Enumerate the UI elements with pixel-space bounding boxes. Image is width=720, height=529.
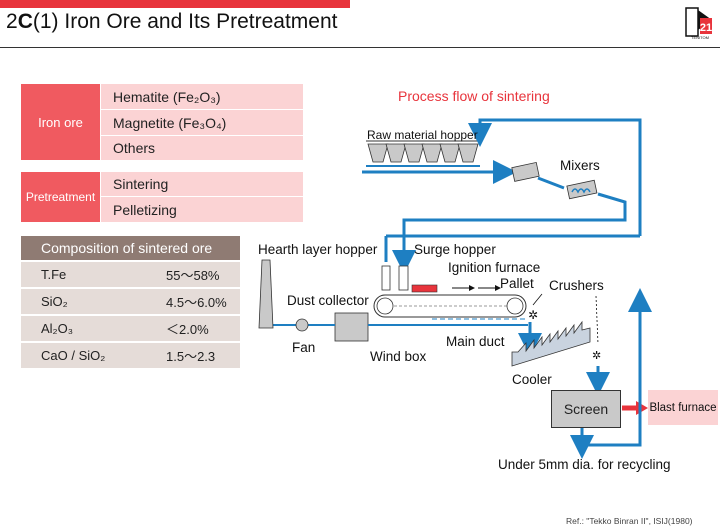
label-mixers: Mixers bbox=[560, 158, 600, 173]
iron-ore-item-others: Others bbox=[101, 136, 303, 160]
composition-key: CaO / SiO₂ bbox=[41, 348, 106, 363]
label-wind-box: Wind box bbox=[370, 349, 427, 364]
svg-text:21: 21 bbox=[700, 22, 712, 34]
title-section: C bbox=[17, 10, 33, 33]
composition-row: CaO / SiO₂ 1.5〜2.3 bbox=[21, 343, 240, 368]
label-recycling: Under 5mm dia. for recycling bbox=[498, 457, 671, 472]
iron-ore-label: Iron ore bbox=[21, 84, 100, 160]
flow-title: Process flow of sintering bbox=[398, 88, 550, 104]
logo-text: TENITOM bbox=[691, 35, 709, 40]
composition-value: 55〜58% bbox=[166, 268, 220, 283]
reference-note: Ref.: "Tekko Binran II", ISIJ(1980) bbox=[566, 516, 693, 526]
svg-text:✲: ✲ bbox=[592, 349, 601, 362]
title-text: Iron Ore and Its Pretreatment bbox=[64, 10, 338, 33]
ignition-furnace bbox=[411, 284, 438, 293]
label-crushers: Crushers bbox=[549, 278, 604, 293]
iron-ore-item-magnetite: Magnetite (Fe₃O₄) bbox=[101, 110, 303, 135]
label-raw-material-hopper: Raw material hopper bbox=[367, 128, 478, 142]
fan bbox=[295, 318, 309, 332]
label-ignition-furnace: Ignition furnace bbox=[448, 260, 541, 275]
composition-row: T.Fe 55〜58% bbox=[21, 262, 240, 287]
label-cooler: Cooler bbox=[512, 372, 552, 387]
composition-key: Al₂O₃ bbox=[41, 321, 74, 336]
composition-header: Composition of sintered ore bbox=[21, 236, 240, 260]
composition-key: SiO₂ bbox=[41, 294, 68, 309]
composition-row: Al₂O₃ ＜2.0% bbox=[21, 316, 240, 341]
pretreatment-label: Pretreatment bbox=[21, 172, 100, 222]
label-main-duct: Main duct bbox=[446, 334, 505, 349]
iron-ore-item-hematite: Hematite (Fe₂O₃) bbox=[101, 84, 303, 109]
composition-value: 4.5〜6.0% bbox=[166, 295, 227, 310]
label-fan: Fan bbox=[292, 340, 316, 355]
dust-collector bbox=[334, 312, 369, 342]
pretreatment-item-pelletizing: Pelletizing bbox=[101, 197, 303, 222]
label-surge-hopper: Surge hopper bbox=[414, 242, 496, 257]
company-logo: 21 TENITOM bbox=[685, 7, 712, 40]
screen-box: Screen bbox=[551, 390, 621, 428]
label-dust-collector: Dust collector bbox=[287, 293, 369, 308]
header-accent-bar bbox=[0, 0, 350, 8]
title-number: 2 bbox=[6, 10, 18, 33]
mixer-1 bbox=[511, 161, 540, 182]
pretreatment-item-sintering: Sintering bbox=[101, 172, 303, 196]
label-hearth-layer-hopper: Hearth layer hopper bbox=[258, 242, 378, 257]
page-title: 2C(1) Iron Ore and Its Pretreatment bbox=[6, 10, 338, 34]
composition-value: 1.5〜2.3 bbox=[166, 349, 216, 364]
svg-text:✲: ✲ bbox=[528, 308, 538, 322]
header-divider bbox=[0, 47, 720, 48]
stack bbox=[258, 259, 274, 329]
raw-material-hoppers bbox=[367, 143, 479, 163]
composition-value: ＜2.0% bbox=[166, 322, 209, 337]
label-pallet: Pallet bbox=[500, 276, 534, 291]
title-subsection: (1) bbox=[32, 10, 59, 33]
composition-row: SiO₂ 4.5〜6.0% bbox=[21, 289, 240, 314]
surge-hopper bbox=[398, 265, 409, 291]
hearth-layer-hopper bbox=[381, 265, 391, 291]
cooler bbox=[511, 320, 591, 367]
composition-key: T.Fe bbox=[41, 267, 67, 282]
blast-furnace-box: Blast furnace bbox=[648, 390, 718, 425]
